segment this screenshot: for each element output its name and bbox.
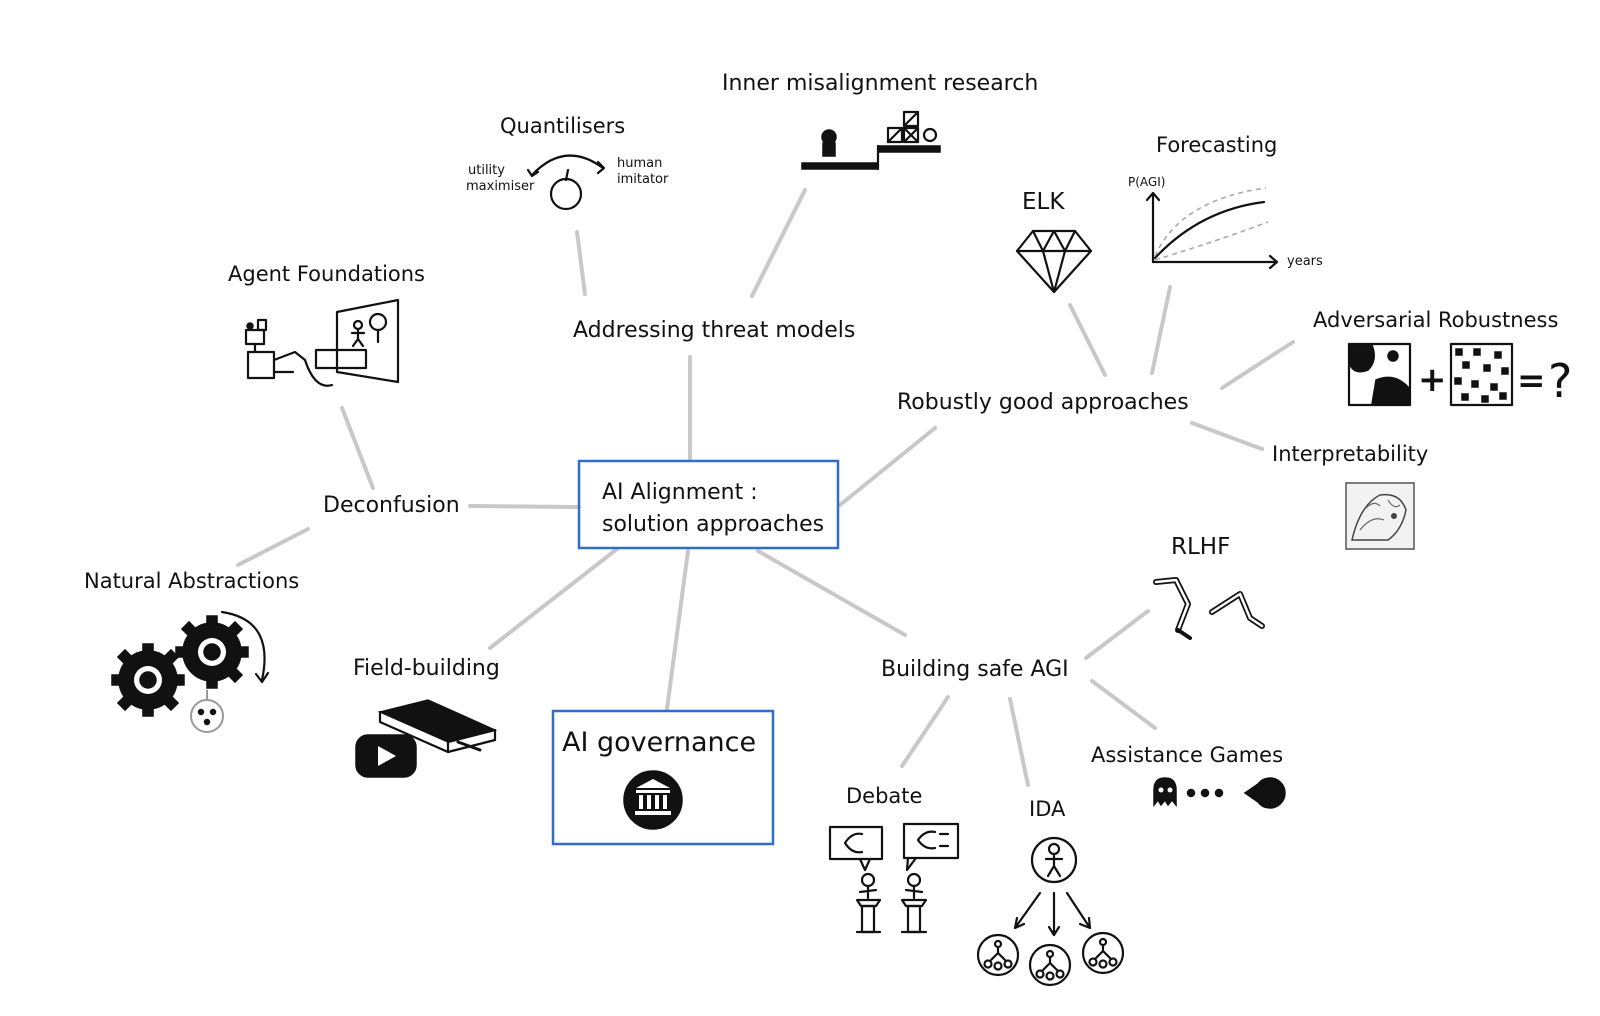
debate-podiums-icon xyxy=(828,822,960,934)
center-node[interactable]: AI Alignment : solution approaches xyxy=(577,459,840,550)
connector-building-rlhf xyxy=(1084,609,1150,660)
adversarial-panda-icon: + = ? xyxy=(1347,342,1572,408)
label-human: human xyxy=(617,156,662,171)
center-title-line1: AI Alignment : xyxy=(602,480,758,505)
forecast-x-label: years xyxy=(1287,254,1323,269)
leaf-interpretability[interactable]: Interpretability xyxy=(1272,442,1428,466)
leaf-adversarial-robustness[interactable]: Adversarial Robustness xyxy=(1313,308,1558,332)
robot-legs-icon xyxy=(1153,577,1265,640)
label-utility: utility xyxy=(468,163,505,178)
ai-governance-node[interactable]: AI governance xyxy=(551,709,775,846)
connectors xyxy=(236,188,1295,787)
robot-drawing-icon xyxy=(244,298,400,387)
center-box xyxy=(577,459,840,550)
connector-deconfusion-natural xyxy=(236,527,310,567)
leaf-debate[interactable]: Debate xyxy=(846,784,922,808)
leaf-agent-foundations[interactable]: Agent Foundations xyxy=(228,262,425,286)
leaf-forecasting[interactable]: Forecasting xyxy=(1156,133,1277,157)
branch-field-building[interactable]: Field-building xyxy=(353,656,500,681)
label-maximiser: maximiser xyxy=(466,179,535,194)
gears-icon xyxy=(111,610,270,733)
branch-robustly-good[interactable]: Robustly good approaches xyxy=(897,390,1189,415)
leaf-ida[interactable]: IDA xyxy=(1029,797,1066,821)
forecast-chart-icon xyxy=(1145,187,1279,270)
connector-building-ida xyxy=(1008,697,1030,787)
center-title-line2: solution approaches xyxy=(602,512,824,537)
ida-tree-icon xyxy=(976,836,1125,987)
branch-ai-governance: AI governance xyxy=(562,727,756,758)
neuron-visualization-icon xyxy=(1345,482,1415,550)
connector-center-building xyxy=(756,549,907,637)
connector-deconfusion-agent xyxy=(340,406,375,490)
leaf-elk[interactable]: ELK xyxy=(1022,189,1065,215)
branch-threat-models[interactable]: Addressing threat models xyxy=(573,318,855,343)
connector-robust-elk xyxy=(1068,303,1107,377)
platform-game-icon xyxy=(801,110,941,171)
connector-robust-interp xyxy=(1190,421,1264,451)
connector-center-deconfusion xyxy=(468,504,581,509)
leaf-quantilisers[interactable]: Quantilisers xyxy=(500,114,625,138)
governance-box xyxy=(551,709,775,846)
leaf-assistance-games[interactable]: Assistance Games xyxy=(1091,743,1283,767)
connector-robust-adversarial xyxy=(1220,340,1295,390)
connector-center-governance xyxy=(665,549,690,711)
connector-threat-inner xyxy=(750,188,807,298)
book-video-icon xyxy=(355,699,498,778)
leaf-natural-abstractions[interactable]: Natural Abstractions xyxy=(84,569,299,593)
arc-icon xyxy=(526,154,606,211)
bank-icon xyxy=(623,770,683,830)
diamond-icon xyxy=(1015,229,1093,294)
branch-building-safe-agi[interactable]: Building safe AGI xyxy=(881,657,1069,682)
svg-text:?: ? xyxy=(1548,354,1572,408)
connector-center-field xyxy=(488,547,619,650)
leaf-rlhf[interactable]: RLHF xyxy=(1171,534,1230,560)
connector-threat-quantilisers xyxy=(575,230,587,296)
branch-deconfusion[interactable]: Deconfusion xyxy=(323,493,460,518)
svg-text:=: = xyxy=(1517,361,1546,401)
label-imitator: imitator xyxy=(617,172,669,187)
connector-robust-forecast xyxy=(1150,285,1172,375)
forecast-y-label: P(AGI) xyxy=(1128,175,1165,189)
svg-text:+: + xyxy=(1418,360,1447,400)
pacman-icon xyxy=(1153,777,1286,809)
connector-building-debate xyxy=(900,695,950,768)
leaf-inner-misalignment[interactable]: Inner misalignment research xyxy=(722,71,1038,96)
connector-center-robust xyxy=(838,426,937,507)
connector-building-assistance xyxy=(1090,679,1157,730)
